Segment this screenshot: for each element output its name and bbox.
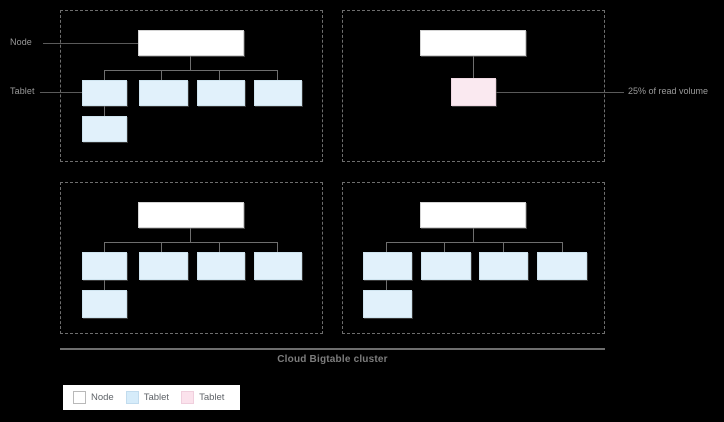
- connector-bus: [104, 242, 277, 243]
- node-leader-line: [43, 43, 138, 44]
- node-box[interactable]: [138, 30, 244, 56]
- connector-drop: [386, 280, 387, 290]
- connector-drop: [219, 70, 220, 80]
- tablet-box[interactable]: [82, 80, 127, 106]
- connector-bus: [386, 242, 562, 243]
- connector-trunk: [473, 56, 474, 78]
- node-box[interactable]: [138, 202, 244, 228]
- connector-drop: [277, 242, 278, 252]
- connector-drop: [104, 70, 105, 80]
- tablet-box[interactable]: [254, 80, 302, 106]
- tablet-box[interactable]: [197, 252, 245, 280]
- cluster-panel-bottom-left: [60, 182, 323, 334]
- tablet-box[interactable]: [82, 252, 127, 280]
- tablet-box[interactable]: [197, 80, 245, 106]
- connector-trunk: [473, 228, 474, 242]
- tablet-leader-line: [40, 92, 82, 93]
- connector-drop: [104, 280, 105, 290]
- tablet-box[interactable]: [139, 252, 188, 280]
- tablet-box[interactable]: [82, 116, 127, 142]
- cluster-panel-top-right: [342, 10, 605, 162]
- connector-drop: [104, 242, 105, 252]
- callout-read-volume: 25% of read volume: [628, 86, 709, 96]
- connector-drop: [386, 242, 387, 252]
- connector-drop: [161, 70, 162, 80]
- cluster-divider-rule: [60, 348, 605, 350]
- tablet-swatch-icon: [125, 391, 139, 404]
- connector-drop: [444, 242, 445, 252]
- node-label: Node: [10, 37, 32, 47]
- connector-bus: [104, 70, 277, 71]
- legend-item-node[interactable]: Node: [73, 391, 114, 404]
- tablet-box[interactable]: [139, 80, 188, 106]
- cluster-panel-top-left: [60, 10, 323, 162]
- tablet-box[interactable]: [363, 290, 412, 318]
- callout-leader-line: [496, 92, 624, 93]
- connector-drop: [562, 242, 563, 252]
- legend-item-tablet[interactable]: Tablet: [125, 391, 170, 404]
- legend-label-hot-tablet: Tablet: [199, 392, 225, 403]
- connector-drop: [161, 242, 162, 252]
- node-box[interactable]: [420, 202, 526, 228]
- tablet-box[interactable]: [254, 252, 302, 280]
- connector-drop: [277, 70, 278, 80]
- tablet-box[interactable]: [421, 252, 471, 280]
- legend-item-hot-tablet[interactable]: Tablet: [181, 391, 224, 404]
- cluster-caption: Cloud Bigtable cluster: [277, 354, 388, 365]
- legend-label-tablet: Tablet: [143, 392, 170, 403]
- cluster-panel-bottom-right: [342, 182, 605, 334]
- legend-label-node: Node: [91, 392, 114, 403]
- node-swatch-icon: [73, 391, 86, 404]
- tablet-label: Tablet: [10, 86, 35, 96]
- tablet-box[interactable]: [82, 290, 127, 318]
- legend: Node Tablet Tablet: [63, 385, 241, 410]
- connector-trunk: [190, 228, 191, 242]
- tablet-box[interactable]: [537, 252, 587, 280]
- connector-drop: [104, 106, 105, 116]
- tablet-box[interactable]: [363, 252, 412, 280]
- hot-tablet-box[interactable]: [451, 78, 496, 106]
- node-box[interactable]: [420, 30, 526, 56]
- tablet-box[interactable]: [479, 252, 528, 280]
- connector-drop: [219, 242, 220, 252]
- connector-trunk: [190, 56, 191, 70]
- connector-drop: [503, 242, 504, 252]
- pink-swatch-icon: [181, 391, 195, 404]
